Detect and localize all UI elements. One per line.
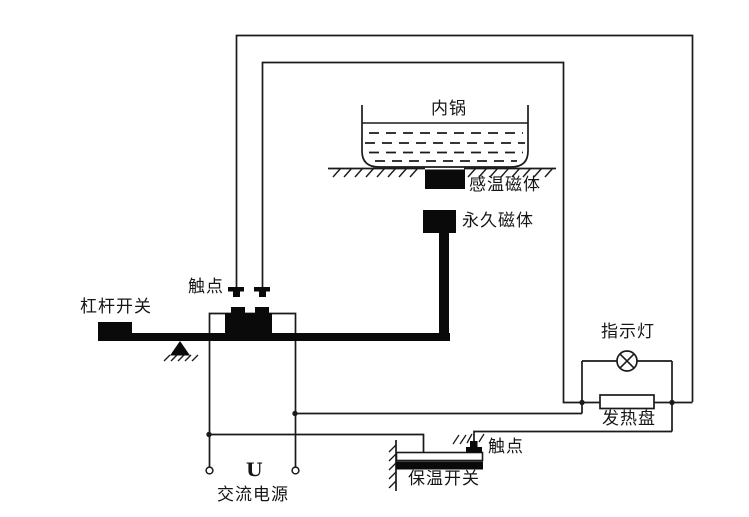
fulcrum-hatching: [163, 354, 199, 362]
junction-dot: [669, 399, 675, 406]
ground-hatching: [332, 167, 554, 178]
label-contact-bottom: 触点: [488, 437, 524, 457]
permanent-magnet: [423, 210, 456, 233]
magnet-push-rod: [439, 233, 449, 337]
ground-surface: [328, 167, 556, 178]
label-heating-plate: 发热盘: [602, 409, 656, 429]
label-ac-power: 交流电源: [217, 485, 289, 505]
junction-dot: [206, 431, 212, 438]
keepwarm-switch: [388, 433, 485, 491]
lower-contact-block: [225, 313, 272, 333]
indicator-lamp-symbol: [616, 350, 638, 372]
lower-contact-nub: [231, 307, 245, 314]
lever-bar: [98, 333, 450, 341]
wire-inner-loop: [261, 61, 600, 404]
wire-outer-loop: [235, 34, 694, 402]
lever-fulcrum: [170, 341, 190, 356]
junction-dot: [579, 399, 585, 406]
inner-pot: [361, 105, 529, 168]
wire-keepwarm-lever-run: [209, 433, 425, 453]
label-voltage-u: U: [246, 459, 263, 481]
label-lever-switch: 杠杆开关: [80, 297, 152, 317]
keepwarm-contact: [466, 441, 482, 453]
label-indicator-light: 指示灯: [601, 322, 655, 342]
wall-hatching: [388, 444, 397, 489]
junction-dot: [292, 410, 298, 417]
contact-spring-hatching: [452, 433, 485, 445]
lever-end-weight: [98, 322, 132, 333]
lower-contact-nub: [255, 307, 269, 314]
keepwarm-lever-bar: [396, 461, 483, 470]
label-inner-pot: 内锅: [431, 99, 467, 119]
label-temp-magnet: 感温磁体: [469, 175, 541, 195]
source-terminal-right: [291, 466, 300, 475]
source-terminal-left: [205, 466, 214, 475]
upper-contact: [254, 287, 270, 297]
wire-keepwarm-contact-run: [473, 430, 672, 441]
temp-sensing-magnet: [425, 169, 465, 189]
keepwarm-bimetal-strip: [395, 451, 484, 462]
water-dashes: [365, 132, 525, 162]
upper-contact: [228, 287, 244, 297]
label-perm-magnet: 永久磁体: [462, 211, 534, 231]
heating-plate-symbol: [599, 394, 655, 410]
label-keepwarm-switch: 保温开关: [408, 469, 480, 489]
label-contact-top: 触点: [188, 277, 224, 297]
